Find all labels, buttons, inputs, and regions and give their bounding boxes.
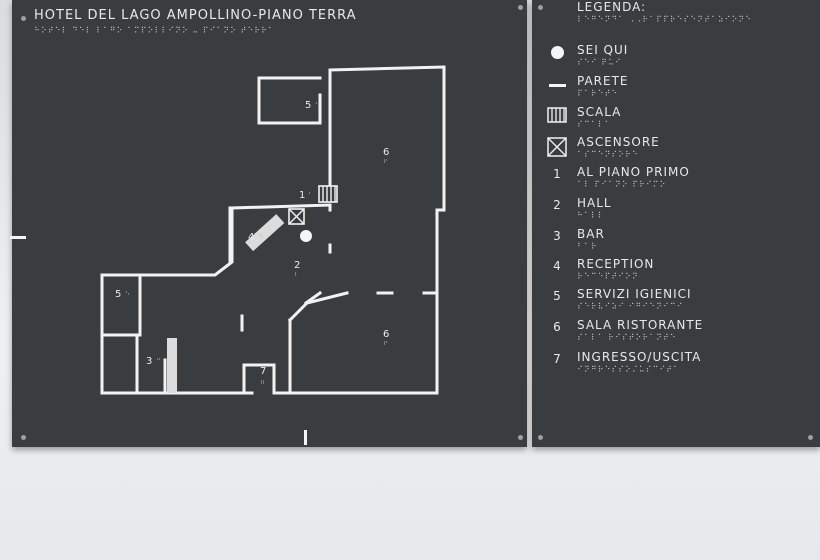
legend-item: 3 BAR ⠃⠁⠗ [546,227,816,255]
floor-plan-panel: HOTEL DEL LAGO AMPOLLINO-PIANO TERRA ⠓⠕⠞… [12,0,527,447]
room-braille: ⠃ [294,272,299,280]
floor-plan-map: 5 6 1 4 2 5 6 3 7 ⠑ ⠋ ⠁ ⠙ ⠃ ⠑ ⠋ ⠉ ⠛ [100,65,446,395]
room-label: 2 [294,260,300,271]
legend-label: SERVIZI IGIENICI [577,287,692,301]
legend-item: 1 AL PIANO PRIMO ⠁⠇ ⠏⠊⠁⠝⠕ ⠏⠗⠊⠍⠕ [546,165,816,193]
legend-label: SEI QUI [577,43,629,57]
legend-braille: ⠓⠁⠇⠇ [577,211,605,220]
legend-item: 4 RECEPTION ⠗⠑⠉⠑⠏⠞⠊⠕⠝ [546,257,816,285]
room-label: 5 [305,100,311,111]
room-label: 4 [248,232,254,243]
legend-braille: ⠎⠁⠇⠁ ⠗⠊⠎⠞⠕⠗⠁⠝⠞⠑ [577,333,677,342]
sign-title-braille: ⠓⠕⠞⠑⠇ ⠙⠑⠇ ⠇⠁⠛⠕ ⠁⠍⠏⠕⠇⠇⠊⠝⠕ ⠤ ⠏⠊⠁⠝⠕ ⠞⠑⠗⠗⠁ [34,26,275,35]
legend-item: 6 SALA RISTORANTE ⠎⠁⠇⠁ ⠗⠊⠎⠞⠕⠗⠁⠝⠞⠑ [546,318,816,346]
legend-label: AL PIANO PRIMO [577,165,690,179]
room-braille: ⠁ [308,192,313,200]
legend-braille: ⠃⠁⠗ [577,242,598,251]
legend-braille: ⠎⠉⠁⠇⠁ [577,120,612,129]
dot-icon [546,45,568,63]
legend-item: 7 INGRESSO/USCITA ⠊⠝⠛⠗⠑⠎⠎⠕⠌⠥⠎⠉⠊⠞⠁ [546,350,816,378]
legend-number: 6 [553,320,561,334]
legend-title-braille: ⠇⠑⠛⠑⠝⠙⠁ ⠠⠠⠗⠁⠏⠏⠗⠑⠎⠑⠝⠞⠁⠵⠊⠕⠝⠑ [577,15,753,24]
legend-panel: LEGENDA: ⠇⠑⠛⠑⠝⠙⠁ ⠠⠠⠗⠁⠏⠏⠗⠑⠎⠑⠝⠞⠁⠵⠊⠕⠝⠑ SEI … [532,0,820,447]
legend-number: 4 [553,259,561,273]
legend-label: INGRESSO/USCITA [577,350,702,364]
room-label: 6 [383,329,389,340]
room-braille: ⠙ [258,234,263,242]
room-braille: ⠉ [156,358,161,366]
legend-label: HALL [577,196,612,210]
stairs-icon [318,185,338,203]
legend-label: BAR [577,227,605,241]
legend-braille: ⠊⠝⠛⠗⠑⠎⠎⠕⠌⠥⠎⠉⠊⠞⠁ [577,365,680,374]
legend-number: 1 [553,167,561,181]
room-label: 5 [115,289,121,300]
stairs-icon [546,107,568,125]
legend-number: 7 [553,352,561,366]
room-braille: ⠋ [383,341,388,349]
legend-braille: ⠏⠁⠗⠑⠞⠑ [577,89,619,98]
screw-icon [538,5,543,10]
legend-item: 2 HALL ⠓⠁⠇⠇ [546,196,816,224]
screw-icon [538,435,543,440]
room-braille: ⠑ [315,102,320,110]
legend-title: LEGENDA: [577,0,647,14]
screw-icon [21,16,26,21]
screw-icon [518,5,523,10]
legend-row-you-are-here: SEI QUI ⠎⠑⠊ ⠟⠥⠊ [546,43,816,71]
wall-line-icon [546,76,568,94]
screw-icon [808,435,813,440]
room-label: 1 [299,190,305,201]
alignment-tick [10,236,26,239]
screw-icon [518,435,523,440]
alignment-tick [304,430,307,445]
legend-number: 5 [553,289,561,303]
room-label: 3 [146,356,152,367]
legend-braille: ⠎⠑⠗⠧⠊⠵⠊ ⠊⠛⠊⠑⠝⠊⠉⠊ [577,302,684,311]
legend-braille: ⠗⠑⠉⠑⠏⠞⠊⠕⠝ [577,272,639,281]
legend-braille: ⠁⠇ ⠏⠊⠁⠝⠕ ⠏⠗⠊⠍⠕ [577,180,667,189]
legend-label: ASCENSORE [577,135,660,149]
legend-label: SCALA [577,105,622,119]
legend-row-elevator: ASCENSORE ⠁⠎⠉⠑⠝⠎⠕⠗⠑ [546,135,816,163]
room-label: 6 [383,147,389,158]
you-are-here-icon [300,230,312,242]
sign-title: HOTEL DEL LAGO AMPOLLINO-PIANO TERRA [34,8,357,23]
legend-number: 3 [553,229,561,243]
legend-label: SALA RISTORANTE [577,318,704,332]
room-label: 7 [260,366,266,377]
legend-braille: ⠎⠑⠊ ⠟⠥⠊ [577,58,622,67]
legend-row-stairs: SCALA ⠎⠉⠁⠇⠁ [546,105,816,133]
screw-icon [21,435,26,440]
legend-number: 2 [553,198,561,212]
legend-label: RECEPTION [577,257,655,271]
room-braille: ⠑ [125,291,130,299]
elevator-icon [288,208,305,225]
legend-braille: ⠁⠎⠉⠑⠝⠎⠕⠗⠑ [577,150,639,159]
room-braille: ⠛ [260,380,265,388]
legend-label: PARETE [577,74,629,88]
room-braille: ⠋ [383,159,388,167]
legend-row-wall: PARETE ⠏⠁⠗⠑⠞⠑ [546,74,816,102]
legend-item: 5 SERVIZI IGIENICI ⠎⠑⠗⠧⠊⠵⠊ ⠊⠛⠊⠑⠝⠊⠉⠊ [546,287,816,315]
elevator-icon [546,137,568,157]
